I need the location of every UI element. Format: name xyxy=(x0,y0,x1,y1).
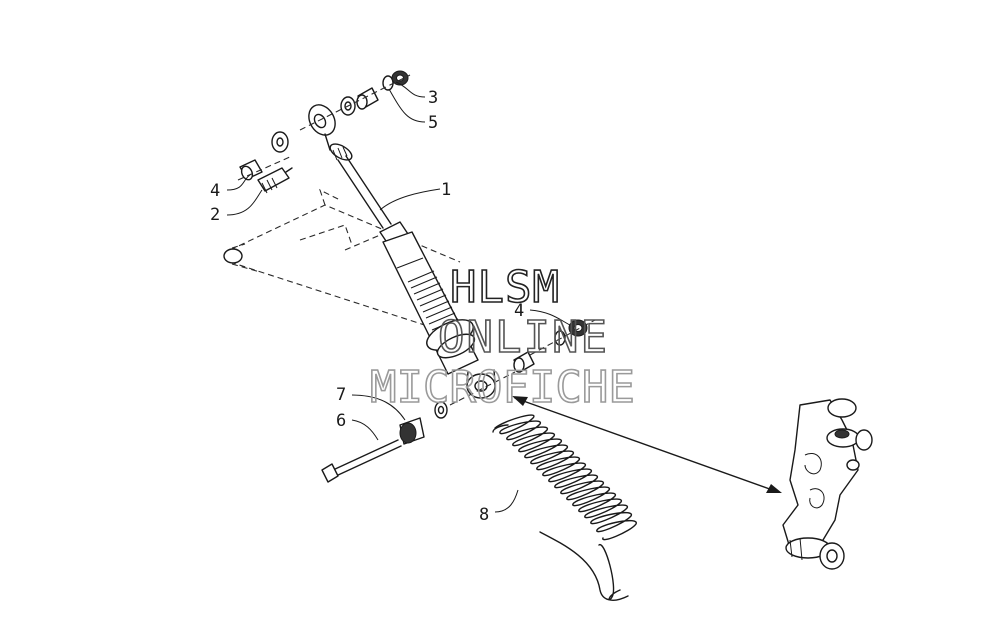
watermark-line-1: HLSM xyxy=(450,262,560,313)
callout-2: 2 xyxy=(210,205,220,225)
steering-knuckle xyxy=(782,398,873,570)
callout-4-upper: 4 xyxy=(210,181,220,201)
callout-3: 3 xyxy=(428,88,438,108)
upper-hardware xyxy=(237,70,411,194)
callout-5: 5 xyxy=(428,113,438,133)
callout-labels: 3 5 1 4 2 4 7 6 8 xyxy=(210,88,524,525)
watermark-line-3: MICROFICHE xyxy=(370,362,635,413)
shock-absorber xyxy=(308,104,496,399)
coil-spring xyxy=(492,414,637,601)
callout-1: 1 xyxy=(441,180,451,200)
watermark: HLSM ONLINE MICROFICHE xyxy=(369,261,636,414)
callout-6: 6 xyxy=(336,411,346,431)
assembly-arrow xyxy=(512,396,782,493)
lower-hardware xyxy=(321,319,596,483)
watermark-line-2: ONLINE xyxy=(438,312,609,363)
callout-4-lower: 4 xyxy=(514,301,524,321)
callout-8: 8 xyxy=(479,505,489,525)
callout-7: 7 xyxy=(336,385,346,405)
leader-lines xyxy=(226,81,571,513)
